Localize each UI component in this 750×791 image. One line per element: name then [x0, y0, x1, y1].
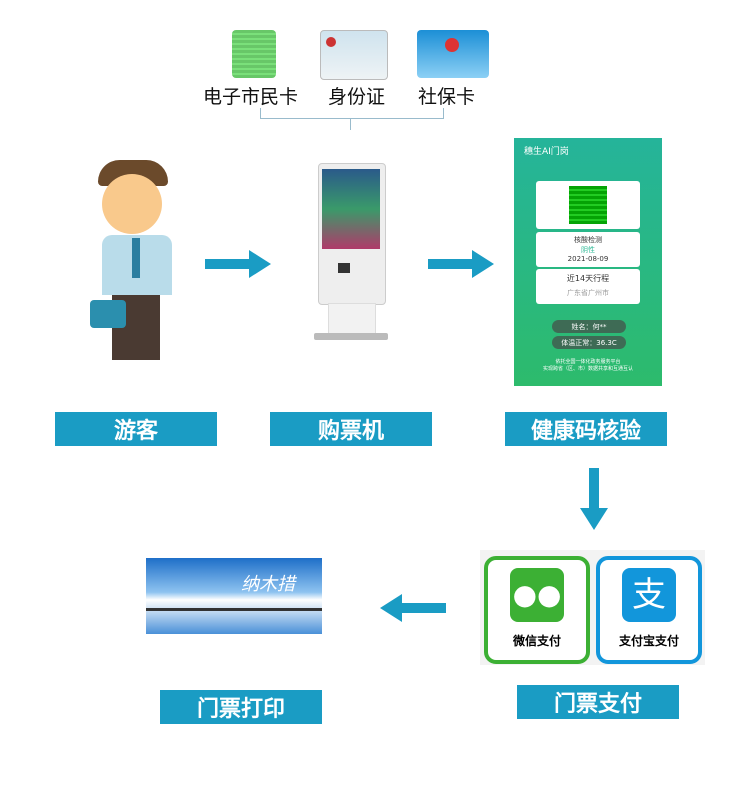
printed-ticket-image: 纳木措: [146, 558, 322, 634]
step-tourist: 游客: [55, 412, 217, 446]
footer-line-2: 实现跨省（区、市）数据共享和互通互认: [542, 366, 633, 372]
alipay-option: 支 支付宝支付: [596, 556, 702, 664]
step-kiosk: 购票机: [270, 412, 432, 446]
health-qr-code: [569, 186, 607, 224]
step-health-check: 健康码核验: [505, 412, 667, 446]
id-label-id-card: 身份证: [328, 86, 386, 108]
wechat-icon: ●●: [510, 568, 564, 622]
trip-value: 广东省广州市: [567, 289, 609, 297]
id-label-social-card: 社保卡: [418, 86, 476, 108]
social-security-card-image: [417, 30, 489, 78]
id-label-e-citizen: 电子市民卡: [203, 86, 299, 108]
id-card-image: [320, 30, 388, 80]
trip-label: 近14天行程: [566, 274, 610, 283]
test-result: 阴性: [581, 246, 595, 254]
arrow-left-icon: [380, 594, 446, 622]
wechat-pay-option: ●● 微信支付: [484, 556, 590, 664]
payment-panel: ●● 微信支付 支 支付宝支付: [480, 550, 705, 665]
ticket-kiosk-illustration: [314, 163, 388, 341]
tourist-illustration: [90, 160, 190, 360]
arrow-right-icon: [205, 250, 271, 278]
alipay-icon: 支: [622, 568, 676, 622]
bracket-stem: [350, 118, 351, 130]
step-payment: 门票支付: [517, 685, 679, 719]
ticket-title: 纳木措: [241, 574, 295, 595]
test-label: 核酸检测: [574, 236, 602, 244]
bracket: [260, 108, 444, 119]
step-print: 门票打印: [160, 690, 322, 724]
temperature-pill: 体温正常：36.3C: [552, 336, 626, 349]
footer-line-1: 依托全国一体化政务服务平台: [555, 359, 621, 365]
app-title: 穗生AI门岗: [524, 147, 569, 157]
arrow-right-icon: [428, 250, 494, 278]
arrow-down-icon: [580, 468, 608, 530]
e-citizen-card-qr: [232, 30, 276, 78]
wechat-pay-label: 微信支付: [512, 634, 561, 648]
test-date: 2021-08-09: [567, 255, 609, 263]
alipay-label: 支付宝支付: [618, 634, 679, 648]
health-code-screen: 穗生AI门岗 核酸检测 阴性 2021-08-09 近14天行程 广东省广州市 …: [514, 138, 662, 386]
name-pill: 姓名：何**: [552, 320, 626, 333]
